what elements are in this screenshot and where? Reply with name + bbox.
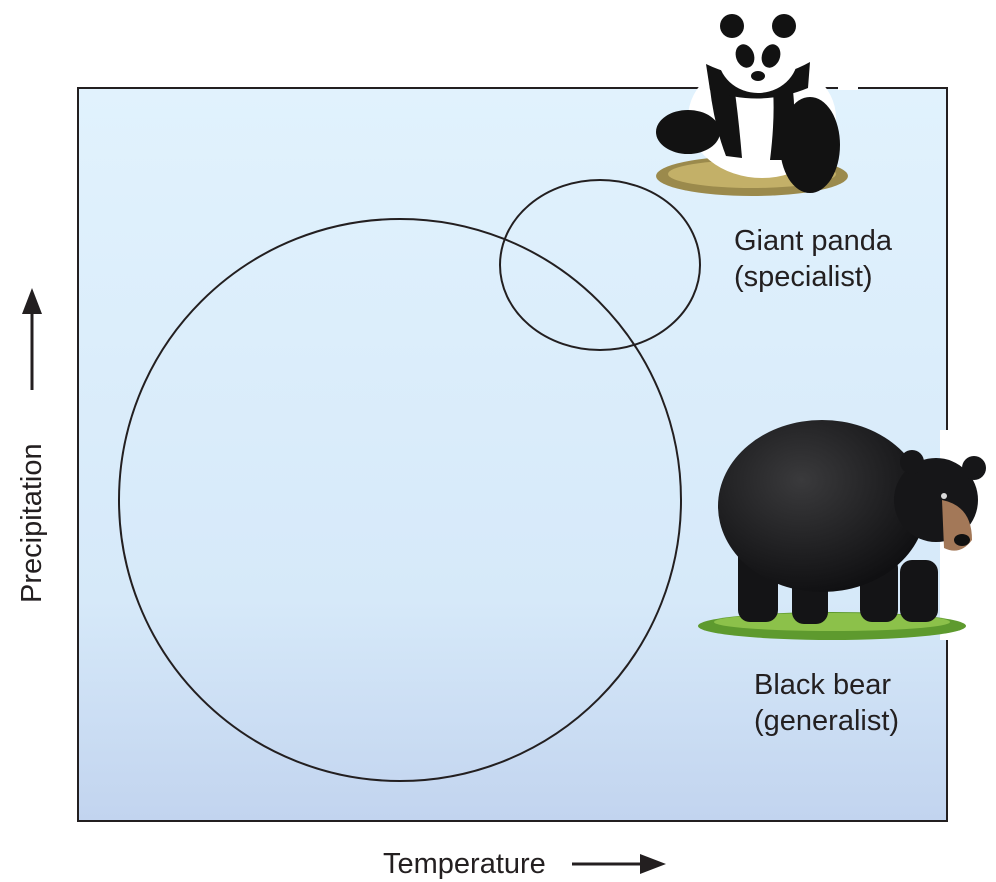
giant-panda-role: (specialist)	[734, 259, 892, 295]
y-axis-arrow	[22, 288, 42, 390]
black-bear-name: Black bear	[754, 667, 899, 703]
x-axis-arrow	[572, 854, 666, 874]
black-bear-label: Black bear (generalist)	[754, 667, 899, 739]
giant-panda-name: Giant panda	[734, 223, 892, 259]
y-axis-label: Precipitation	[14, 443, 50, 603]
x-axis-label: Temperature	[383, 846, 546, 882]
giant-panda-label: Giant panda (specialist)	[734, 223, 892, 295]
black-bear-role: (generalist)	[754, 703, 899, 739]
